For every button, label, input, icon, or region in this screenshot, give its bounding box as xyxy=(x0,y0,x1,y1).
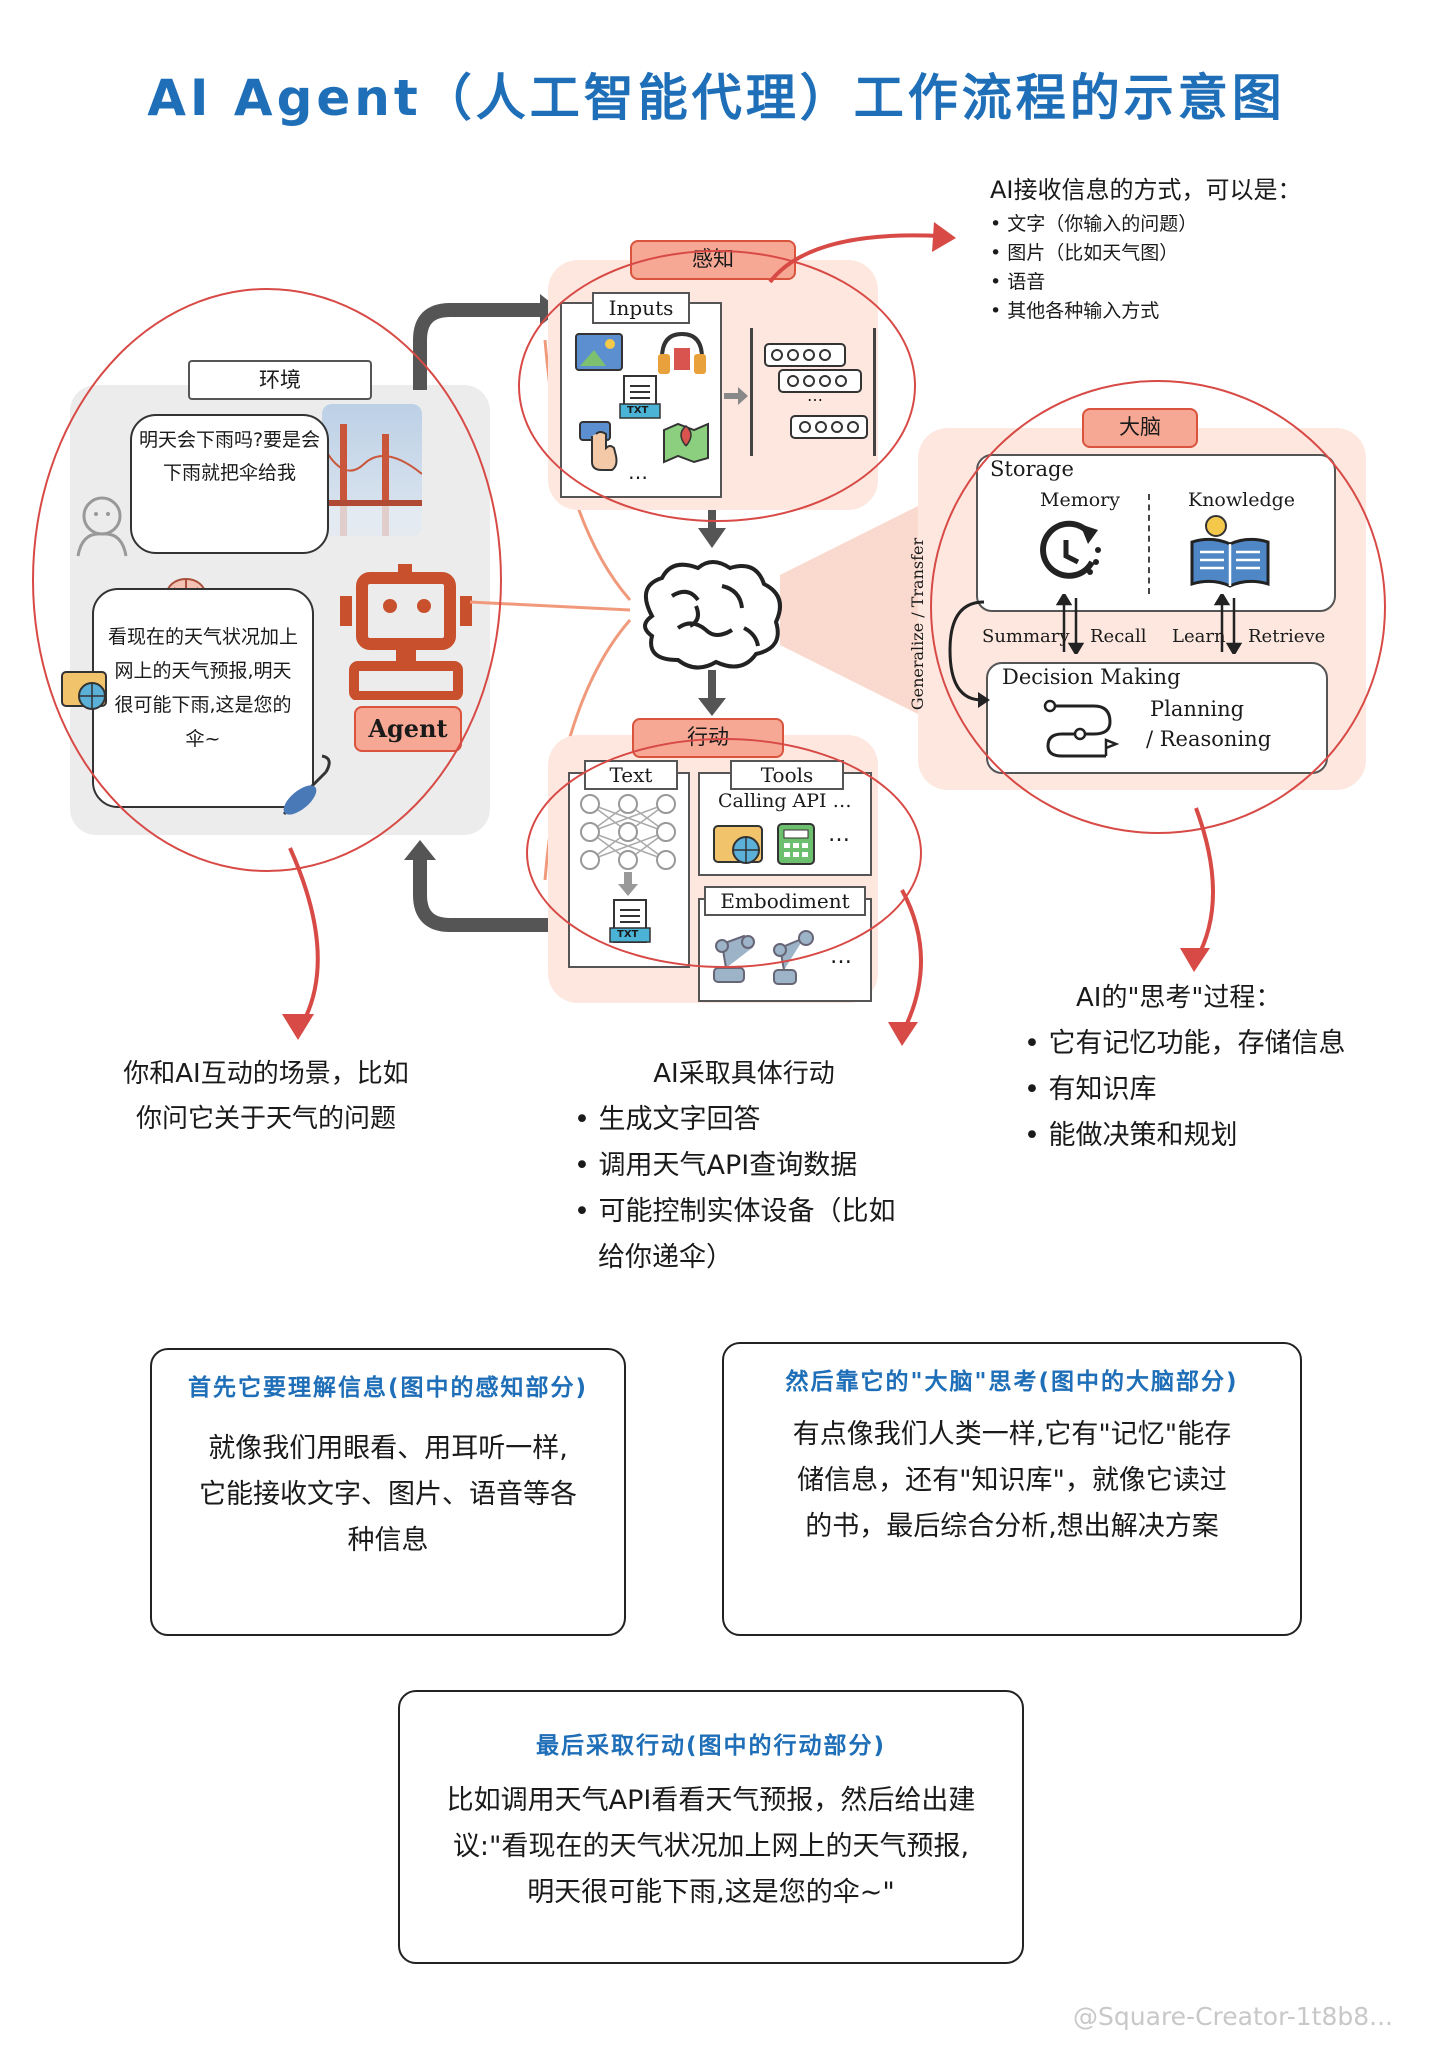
ray-brain-brainpanel xyxy=(780,500,930,720)
card-body: 就像我们用眼看、用耳听一样,它能接收文字、图片、语音等各种信息 xyxy=(199,1433,577,1556)
action-item: 生成文字回答 xyxy=(574,1097,914,1143)
arrow-brain-action xyxy=(708,670,716,700)
action-note: AI采取具体行动 生成文字回答 调用天气API查询数据 可能控制实体设备（比如给… xyxy=(574,1052,914,1281)
action-note-heading: AI采取具体行动 xyxy=(653,1059,835,1089)
card-body: 有点像我们人类一样,它有"记忆"能存储信息，还有"知识库"，就像它读过的书，最后… xyxy=(792,1419,1232,1542)
arrow-to-environment xyxy=(413,860,550,932)
environment-highlight xyxy=(32,288,502,872)
perception-highlight xyxy=(518,250,916,522)
thinking-item: 能做决策和规划 xyxy=(1024,1113,1394,1159)
input-methods-note: AI接收信息的方式，可以是： 文字（你输入的问题） 图片（比如天气图） 语音 其… xyxy=(990,170,1302,326)
arrow-head-perception-brain xyxy=(698,528,726,548)
callout-perception xyxy=(768,233,941,284)
page-title: AI Agent（人工智能代理）工作流程的示意图 xyxy=(147,69,1286,127)
arrow-head-brain-action xyxy=(698,698,726,716)
thinking-note: AI的"思考"过程： 它有记忆功能，存储信息 有知识库 能做决策和规划 xyxy=(1024,976,1394,1159)
thinking-item: 有知识库 xyxy=(1024,1067,1394,1113)
perception-card: 首先它要理解信息(图中的感知部分) 就像我们用眼看、用耳听一样,它能接收文字、图… xyxy=(150,1348,626,1636)
card-body: 比如调用天气API看看天气预报，然后给出建议:"看现在的天气状况加上网上的天气预… xyxy=(446,1785,976,1908)
thinking-item: 它有记忆功能，存储信息 xyxy=(1024,1021,1394,1067)
card-title: 然后靠它的"大脑"思考(图中的大脑部分) xyxy=(785,1369,1239,1395)
scene-note: 你和AI互动的场景，比如 你问它关于天气的问题 xyxy=(86,1052,446,1142)
callout-head-action xyxy=(888,1022,918,1046)
callout-head-environment xyxy=(282,1014,314,1040)
arrow-head-environment xyxy=(404,840,436,860)
scene-line: 你和AI互动的场景，比如 xyxy=(123,1059,409,1089)
card-title: 首先它要理解信息(图中的感知部分) xyxy=(187,1375,589,1401)
callout-head-perception xyxy=(932,222,956,252)
callout-arrows xyxy=(282,222,1215,1046)
action-item: 可能控制实体设备（比如给你递伞） xyxy=(574,1189,914,1281)
callout-brain xyxy=(1194,807,1215,961)
input-methods-list: 文字（你输入的问题） 图片（比如天气图） 语音 其他各种输入方式 xyxy=(990,210,1302,326)
callout-environment xyxy=(288,847,320,1030)
thinking-note-list: 它有记忆功能，存储信息 有知识库 能做决策和规划 xyxy=(1024,1021,1394,1159)
action-note-list: 生成文字回答 调用天气API查询数据 可能控制实体设备（比如给你递伞） xyxy=(574,1097,914,1281)
input-method-item: 语音 xyxy=(990,268,1302,297)
input-method-item: 其他各种输入方式 xyxy=(990,297,1302,326)
input-method-item: 文字（你输入的问题） xyxy=(990,210,1302,239)
watermark: @Square-Creator-1t8b8... xyxy=(1073,2002,1393,2031)
callout-action xyxy=(900,889,923,1035)
thinking-note-heading: AI的"思考"过程： xyxy=(1076,983,1282,1013)
brain-icon xyxy=(632,556,792,678)
card-title: 最后采取行动(图中的行动部分) xyxy=(535,1733,887,1759)
action-highlight xyxy=(526,738,922,968)
brain-highlight xyxy=(930,380,1386,834)
brain-card: 然后靠它的"大脑"思考(图中的大脑部分) 有点像我们人类一样,它有"记忆"能存储… xyxy=(722,1342,1302,1636)
input-methods-heading: AI接收信息的方式，可以是： xyxy=(990,176,1302,204)
callout-head-brain xyxy=(1180,948,1210,972)
arrow-to-perception xyxy=(413,303,540,390)
scene-line: 你问它关于天气的问题 xyxy=(135,1104,396,1134)
embodiment-ellipsis: … xyxy=(830,944,852,969)
action-card: 最后采取行动(图中的行动部分) 比如调用天气API看看天气预报，然后给出建议:"… xyxy=(398,1690,1024,1964)
input-method-item: 图片（比如天气图） xyxy=(990,239,1302,268)
action-item: 调用天气API查询数据 xyxy=(574,1143,914,1189)
